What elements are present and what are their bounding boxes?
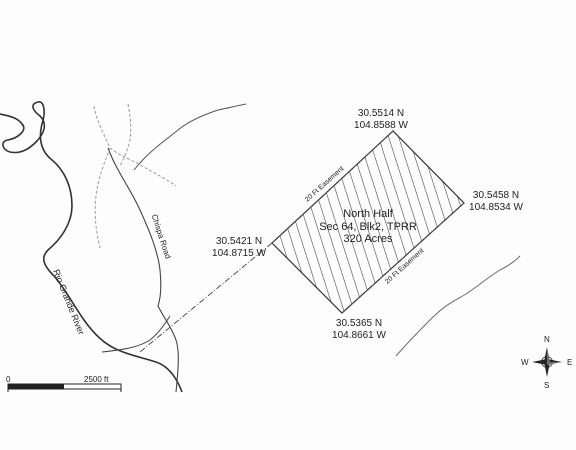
scale-bar bbox=[7, 383, 122, 392]
road-line bbox=[107, 147, 179, 393]
compass-e-label: E bbox=[567, 358, 573, 367]
scale-start-label: 0 bbox=[6, 375, 11, 384]
access-easement-line bbox=[139, 242, 273, 353]
corner-north-lat: 30.5514 N bbox=[357, 108, 405, 119]
contour-line bbox=[395, 255, 521, 357]
south-easement-line bbox=[341, 202, 465, 314]
corner-east-lat: 30.5458 N bbox=[472, 190, 520, 201]
corner-north-lon: 104.8588 W bbox=[354, 120, 408, 131]
north-easement-line bbox=[271, 130, 394, 244]
trail-line bbox=[93, 105, 177, 187]
trail-line bbox=[94, 147, 111, 249]
parcel-label: North Half Sec 64, Blk2, TPRR 320 Acres bbox=[318, 208, 418, 246]
compass-s-label: S bbox=[544, 381, 550, 390]
trail-line bbox=[119, 103, 132, 167]
road-line bbox=[133, 103, 247, 171]
corner-east-lon: 104.8534 W bbox=[469, 202, 523, 213]
road-line bbox=[101, 315, 171, 353]
compass-n-label: N bbox=[544, 335, 550, 344]
corner-north-label: 30.5514 N 104.8588 W bbox=[351, 108, 411, 132]
compass-w-label: W bbox=[521, 358, 529, 367]
corner-south-lat: 30.5365 N bbox=[335, 318, 383, 329]
corner-east-label: 30.5458 N 104.8534 W bbox=[466, 190, 526, 214]
corner-west-label: 30.5421 N 104.8715 W bbox=[208, 236, 270, 260]
parcel-name: North Half bbox=[343, 208, 393, 220]
corner-south-lon: 104.8661 W bbox=[332, 330, 386, 341]
parcel-acres: 320 Acres bbox=[343, 233, 393, 245]
river-line bbox=[0, 101, 183, 393]
parcel-section: Sec 64, Blk2, TPRR bbox=[319, 220, 417, 233]
corner-south-label: 30.5365 N 104.8661 W bbox=[328, 318, 390, 342]
corner-west-lat: 30.5421 N bbox=[215, 236, 263, 247]
compass-rose-icon bbox=[532, 347, 562, 377]
scale-end-label: 2500 ft bbox=[84, 375, 109, 384]
corner-west-lon: 104.8715 W bbox=[212, 248, 266, 259]
